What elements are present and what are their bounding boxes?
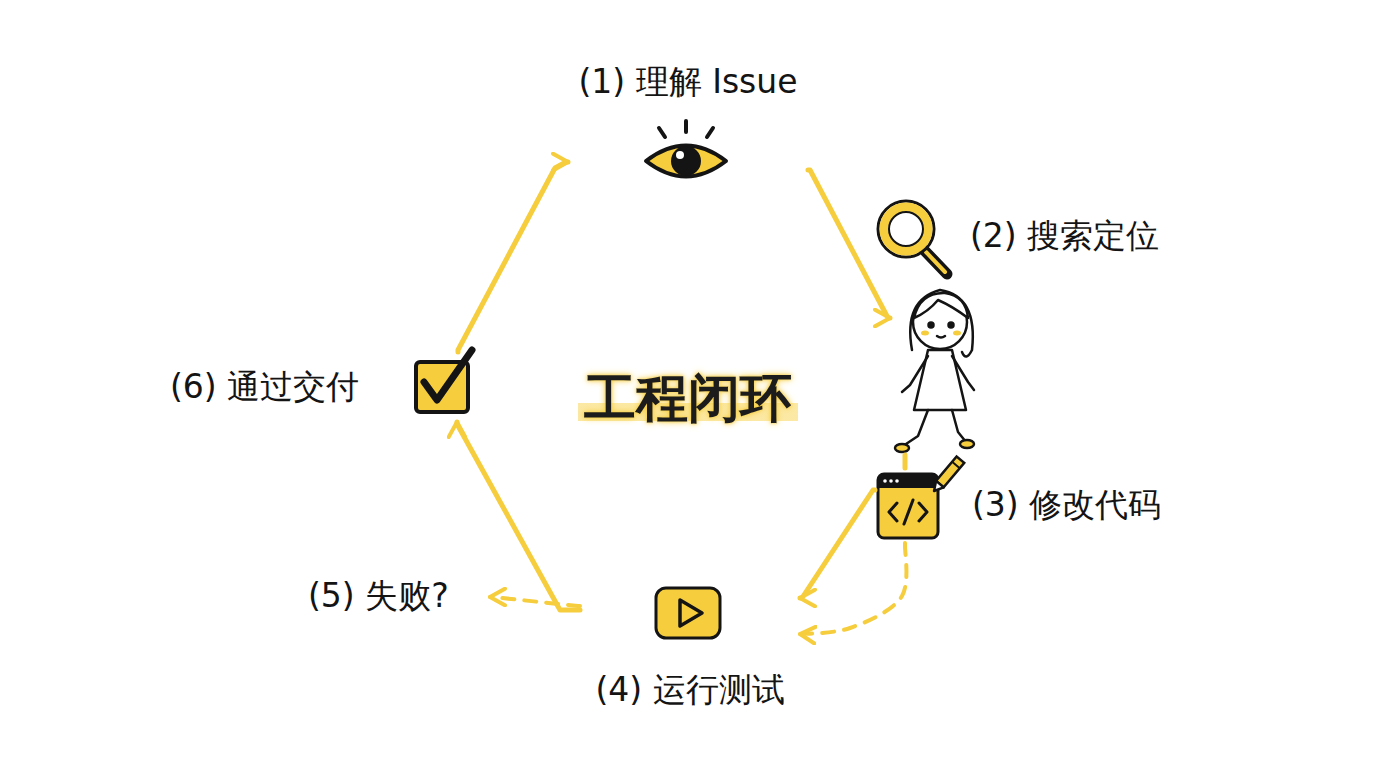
flow-arrow [458,162,568,352]
step-label: (5) 失败? [308,576,449,616]
magnifier-icon [878,201,947,274]
step-node: (2) 搜索定位 [890,200,1210,455]
girl-illustration [895,290,974,452]
dashed-arrow [490,597,580,606]
flow-arrow [800,490,875,598]
step-label: (6) 通过交付 [170,367,359,407]
step-label: (1) 理解 Issue [568,62,808,102]
step-label: (3) 修改代码 [972,485,1161,525]
step-node: (5) 失败? [300,573,490,618]
dashed-arrow [800,543,906,634]
step-label: (2) 搜索定位 [970,216,1159,256]
diagram-title: 工程闭环 [578,368,798,428]
code-icon [878,456,964,538]
eye-icon [646,121,726,177]
play-icon [656,588,720,638]
step-label: (4) 运行测试 [580,670,800,710]
flow-arrow [903,455,908,468]
flow-arrow [457,422,580,610]
step-node: (6) 通过交付 [170,352,480,422]
step-node: (3) 修改代码 [875,468,1220,543]
flow-arrow [808,170,890,318]
checkbox-icon [416,350,472,412]
step-node: (4) 运行测试 [580,580,800,720]
step-node: (1) 理解 Issue [568,62,808,192]
